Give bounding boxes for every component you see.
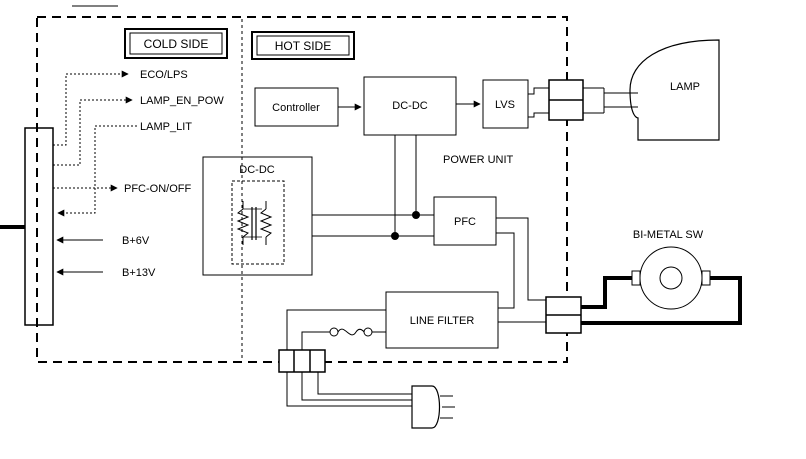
hot-side-label: HOT SIDE (251, 31, 355, 60)
pfc-label: PFC (454, 216, 476, 228)
b-plus-13v-label: B+13V (122, 267, 156, 279)
lamp-lit-label: LAMP_LIT (140, 121, 192, 133)
signal-lamp-lit: LAMP_LIT (57, 121, 192, 217)
dcdc-transformer-block: DC-DC (202, 156, 313, 276)
cold-side-text: COLD SIDE (144, 37, 209, 51)
lamp-label: LAMP (670, 81, 700, 93)
lamp-wiring (528, 87, 638, 118)
pfc-output-wiring (496, 217, 546, 309)
bi-metal-switch: BI-METAL SW (631, 229, 711, 310)
lamp-connector (548, 79, 584, 121)
bi-metal-sw-label: BI-METAL SW (633, 229, 704, 241)
lamp: LAMP (629, 39, 720, 141)
main-connector-bar (24, 127, 54, 326)
controller-block: Controller (254, 87, 339, 127)
line-filter-block: LINE FILTER (385, 291, 499, 349)
dcdc-transformer-label: DC-DC (239, 164, 274, 176)
dcdc-main-label: DC-DC (392, 100, 427, 112)
b-plus-6v-label: B+6V (122, 235, 150, 247)
lamp-en-pow-label: LAMP_EN_POW (140, 95, 224, 107)
signal-eco-lps: ECO/LPS (53, 69, 188, 146)
signal-b-plus-6v: B+6V (56, 235, 150, 247)
signal-pfc-on-off: PFC-ON/OFF (53, 183, 191, 195)
pfc-block: PFC (433, 196, 497, 246)
signal-b-plus-13v: B+13V (56, 267, 156, 279)
fuse-icon (337, 328, 365, 336)
line-filter-label: LINE FILTER (410, 315, 475, 327)
transformer-icon (236, 201, 273, 245)
fuse-terminal-left (329, 327, 339, 337)
dcdc-main-block: DC-DC (363, 76, 457, 136)
hot-side-text: HOT SIDE (275, 39, 331, 53)
ac-cord-wiring (286, 372, 412, 407)
dc-bus-lines (312, 135, 434, 240)
bi-metal-connector (545, 296, 582, 334)
power-unit-label: POWER UNIT (443, 154, 514, 166)
cold-side-label: COLD SIDE (124, 28, 228, 59)
pfc-on-off-label: PFC-ON/OFF (124, 183, 191, 195)
lvs-label: LVS (495, 99, 515, 111)
ac-input-connector (278, 349, 326, 373)
bi-metal-thick-wiring (581, 276, 742, 325)
fuse-wiring (286, 309, 386, 350)
ac-plug-icon (411, 385, 455, 429)
signal-lamp-en-pow: LAMP_EN_POW (53, 95, 224, 166)
controller-label: Controller (272, 102, 320, 114)
lvs-block: LVS (482, 79, 529, 129)
fuse-terminal-right (363, 327, 373, 337)
eco-lps-label: ECO/LPS (140, 69, 188, 81)
